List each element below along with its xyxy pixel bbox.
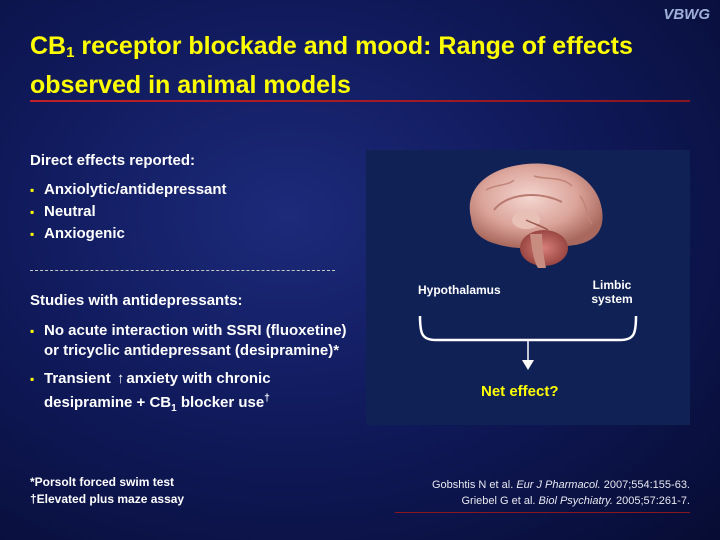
dashed-divider — [30, 270, 335, 271]
studies-section: Studies with antidepressants: ▪No acute … — [30, 292, 350, 427]
footnotes: *Porsolt forced swim test †Elevated plus… — [30, 474, 184, 508]
slide-title: CB1 receptor blockade and mood: Range of… — [30, 32, 633, 99]
studies-heading: Studies with antidepressants: — [30, 292, 243, 309]
direct-effects-heading: Direct effects reported: — [30, 152, 196, 169]
bullet-icon: ▪ — [30, 205, 35, 219]
list-item: ▪Transient ↑anxiety with chronic desipra… — [30, 370, 271, 414]
brain-illustration — [469, 163, 603, 268]
title-divider — [30, 100, 690, 102]
footnote-2: †Elevated plus maze assay — [30, 492, 185, 506]
bullet-icon: ▪ — [30, 372, 35, 386]
bullet-icon: ▪ — [30, 183, 35, 197]
up-arrow-icon: ↑ — [116, 370, 125, 387]
bottom-divider — [395, 512, 690, 513]
direct-effects-section: Direct effects reported: ▪Anxiolytic/ant… — [30, 152, 350, 245]
vbwg-logo: VBWG — [663, 6, 710, 23]
list-item: ▪Anxiogenic — [30, 223, 350, 245]
list-item: ▪Anxiolytic/antidepressant — [30, 179, 350, 201]
reference-2: Griebel G et al. Biol Psychiatry. 2005;5… — [461, 495, 691, 507]
references: Gobshtis N et al. Eur J Pharmacol. 2007;… — [432, 477, 690, 509]
direct-effects-list: ▪Anxiolytic/antidepressant ▪Neutral ▪Anx… — [30, 179, 350, 245]
list-item: ▪Neutral — [30, 201, 350, 223]
bullet-icon: ▪ — [30, 227, 35, 241]
limbic-system-label: Limbic system — [591, 278, 633, 306]
list-item: ▪No acute interaction with SSRI (fluoxet… — [30, 322, 347, 359]
reference-1: Gobshtis N et al. Eur J Pharmacol. 2007;… — [431, 479, 690, 491]
net-effect-label: Net effect? — [481, 383, 559, 400]
bullet-icon: ▪ — [30, 324, 35, 338]
footnote-1: *Porsolt forced swim test — [30, 475, 175, 489]
studies-list: ▪No acute interaction with SSRI (fluoxet… — [30, 321, 350, 419]
brain-diagram-panel: Hypothalamus Limbic system Net effect? — [366, 150, 690, 425]
convergence-bracket — [418, 315, 638, 370]
hypothalamus-label: Hypothalamus — [418, 283, 501, 297]
